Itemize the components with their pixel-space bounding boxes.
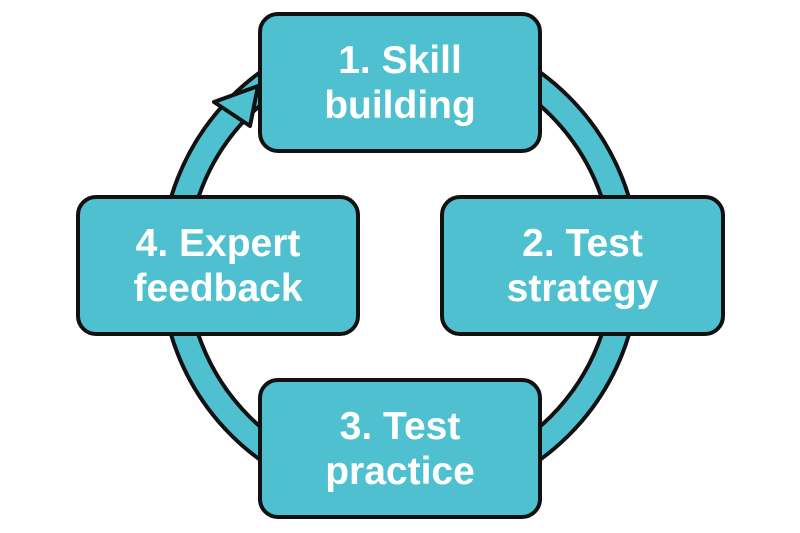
step-4-subtitle: feedback	[133, 266, 303, 310]
step-4-title: 4. Expert	[135, 221, 301, 265]
step-1-subtitle: building	[324, 83, 476, 127]
step-2-subtitle: strategy	[506, 266, 659, 310]
circular-arrow-icon	[212, 84, 260, 128]
step-3-subtitle: practice	[325, 449, 475, 493]
step-box-test-strategy: 2. Test strategy	[440, 195, 725, 336]
step-box-test-practice: 3. Test practice	[258, 378, 542, 519]
step-3-title: 3. Test	[339, 404, 461, 448]
step-box-skill-building: 1. Skill building	[258, 12, 542, 153]
step-2-title: 2. Test	[522, 221, 643, 265]
step-1-title: 1. Skill	[338, 38, 462, 82]
step-box-expert-feedback: 4. Expert feedback	[76, 195, 360, 336]
